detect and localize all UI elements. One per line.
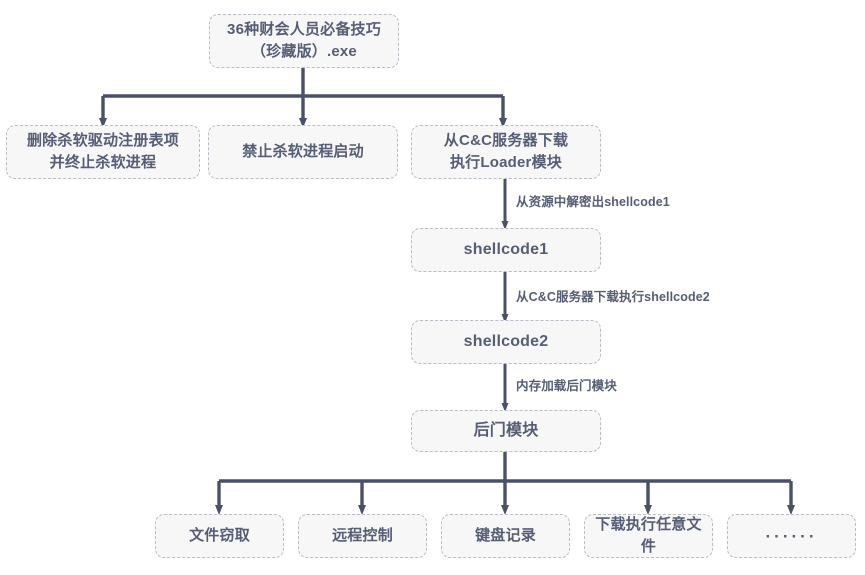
edge-label-load-backdoor: 内存加载后门模块 [516,379,617,393]
node-capability-4[interactable]: ······ [727,514,856,558]
node-capability-0[interactable]: 文件窃取 [155,514,284,558]
node-shellcode1[interactable]: shellcode1 [411,228,601,272]
node-capability-3[interactable]: 下载执行任意文件 [584,514,713,558]
node-branch-1[interactable]: 禁止杀软进程启动 [208,125,398,179]
node-branch-2[interactable]: 从C&C服务器下载 执行Loader模块 [411,125,601,179]
node-capability-2-label: 键盘记录 [475,527,536,545]
node-backdoor[interactable]: 后门模块 [411,410,601,452]
node-capability-4-label: ······ [765,526,818,546]
node-capability-0-label: 文件窃取 [189,527,250,545]
node-branch-2-label: 从C&C服务器下载 执行Loader模块 [443,132,569,171]
node-shellcode2-label: shellcode2 [463,333,549,351]
node-branch-0[interactable]: 删除杀软驱动注册表项 并终止杀软进程 [6,125,200,179]
edge-label-download-shellcode2: 从C&C服务器下载执行shellcode2 [516,290,710,304]
node-backdoor-label: 后门模块 [473,422,539,440]
node-shellcode1-label: shellcode1 [463,241,549,259]
edge-label-decrypt-shellcode1: 从资源中解密出shellcode1 [516,195,670,209]
node-capability-1[interactable]: 远程控制 [298,514,427,558]
node-capability-2[interactable]: 键盘记录 [441,514,570,558]
node-root-label: 36种财会人员必备技巧 （珍藏版）.exe [227,21,381,60]
node-capability-3-label: 下载执行任意文件 [595,516,702,555]
node-shellcode2[interactable]: shellcode2 [411,320,601,364]
node-root[interactable]: 36种财会人员必备技巧 （珍藏版）.exe [209,14,399,68]
node-branch-1-label: 禁止杀软进程启动 [242,143,364,161]
node-capability-1-label: 远程控制 [332,527,393,545]
node-branch-0-label: 删除杀软驱动注册表项 并终止杀软进程 [26,132,179,171]
